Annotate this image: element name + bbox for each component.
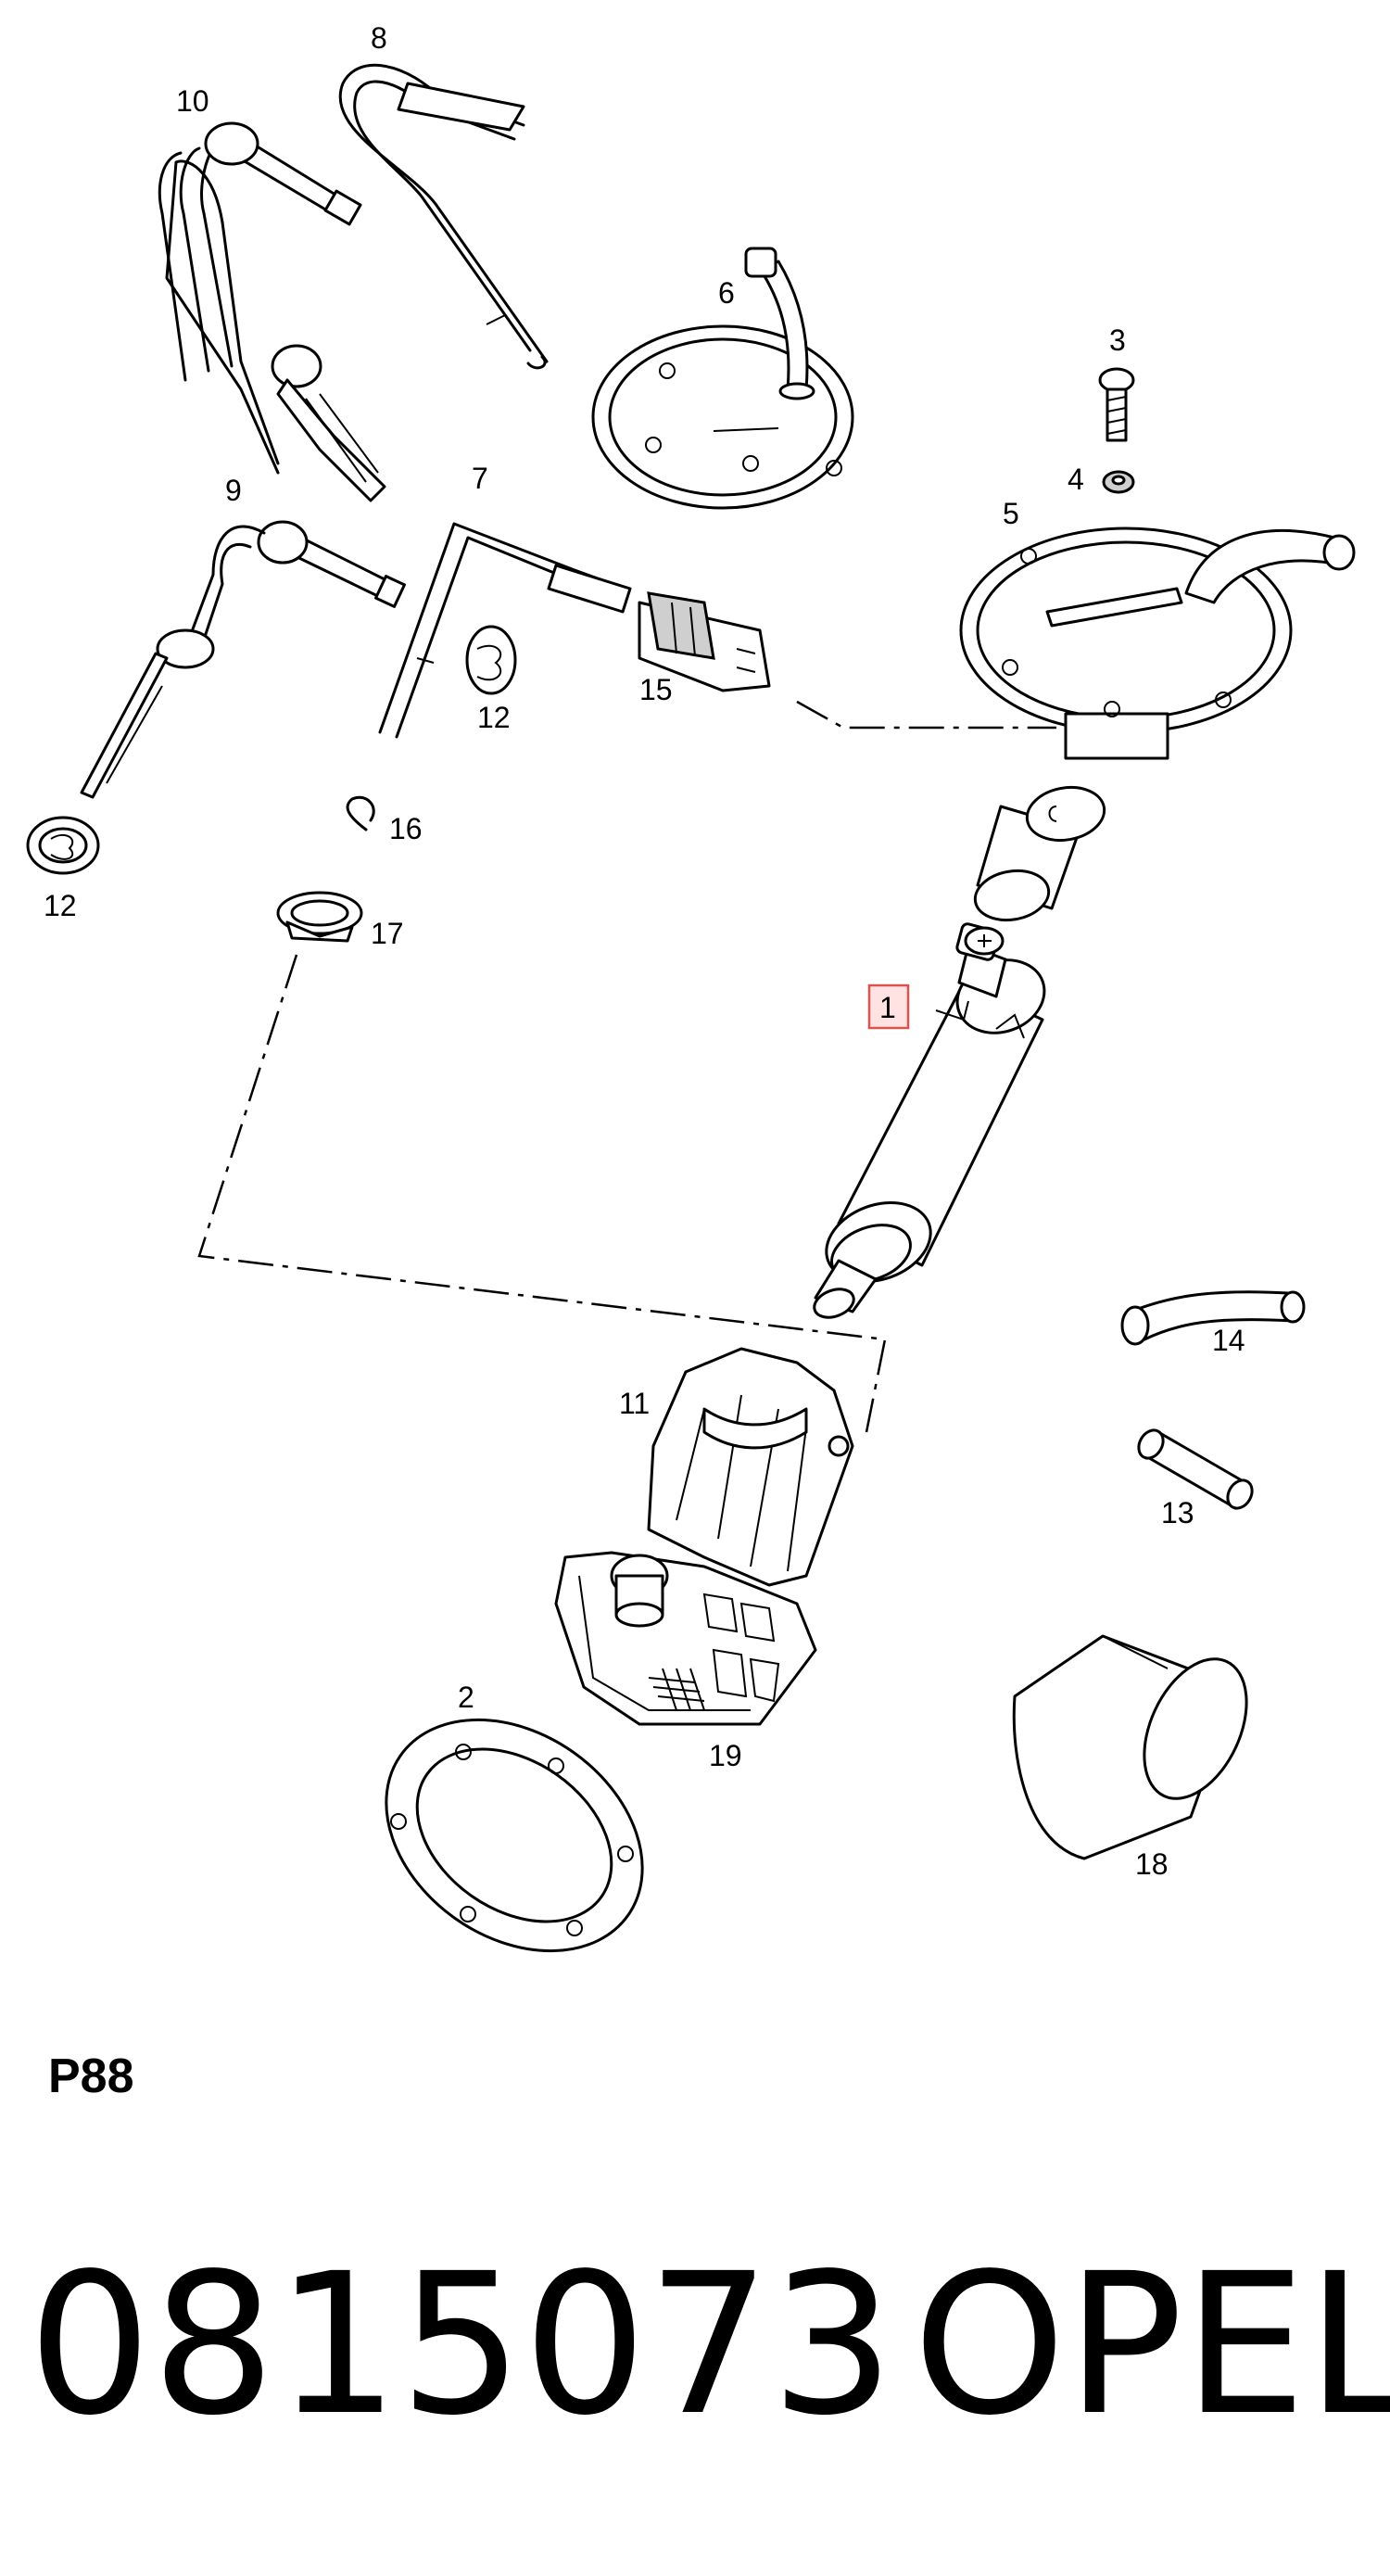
- callout-1-highlight: [867, 983, 910, 1030]
- exploded-parts-diagram: 1 2 3 4 5 6 7 8 9 10 11 12 12 13 14 15 1…: [26, 21, 1356, 1953]
- callout-17: 17: [371, 917, 404, 950]
- callout-7: 7: [472, 462, 488, 495]
- callout-13: 13: [1161, 1496, 1194, 1529]
- part-filter-sleeve: [973, 785, 1106, 922]
- part-13-hose: [1137, 1428, 1254, 1510]
- callout-8: 8: [371, 21, 387, 55]
- leader-line-15-to-5: [796, 700, 1056, 730]
- footer: 0815073 OPEL: [28, 2225, 1390, 2466]
- callout-18: 18: [1135, 1847, 1169, 1881]
- part-number: 0815073: [28, 2231, 895, 2458]
- callout-4: 4: [1068, 463, 1084, 496]
- part-16-ring: [346, 795, 375, 831]
- part-2-gasket-ring: [385, 1718, 644, 1953]
- part-4-washer: [1102, 470, 1135, 494]
- part-12-clip-upper: [465, 625, 517, 695]
- part-6-tank-flange: [591, 247, 854, 510]
- part-19-strainer: [554, 1551, 817, 1726]
- part-10-wiring-harness: [158, 121, 386, 502]
- callout-3: 3: [1109, 324, 1126, 357]
- callout-9: 9: [225, 474, 242, 507]
- part-18-sleeve: [1012, 1634, 1248, 1860]
- part-15-connector: [638, 591, 771, 692]
- brand-name: OPEL: [913, 2231, 1390, 2458]
- part-3-bolt: [1098, 367, 1135, 442]
- callout-19: 19: [709, 1739, 742, 1772]
- diagram-page-code: P88: [48, 2049, 134, 2103]
- callout-5: 5: [1003, 497, 1019, 530]
- callout-14: 14: [1212, 1324, 1245, 1357]
- part-17-hose-clamp: [276, 891, 363, 943]
- leader-line-17-to-11: [197, 954, 887, 1433]
- part-7-bent-tube: [378, 522, 632, 739]
- callout-12-upper: 12: [477, 701, 511, 734]
- part-11-pump-bracket: [647, 1347, 854, 1587]
- part-5-pump-mounting-flange: [959, 527, 1356, 760]
- callout-2: 2: [458, 1681, 474, 1714]
- part-8-bent-tube: [338, 63, 549, 370]
- callout-11: 11: [619, 1387, 650, 1420]
- callout-6: 6: [718, 276, 735, 310]
- part-1-fuel-pump: [813, 922, 1046, 1319]
- part-14-hose: [1120, 1290, 1306, 1346]
- callout-1: 1: [879, 991, 896, 1024]
- callout-16: 16: [389, 812, 423, 845]
- part-12-clip-lower: [26, 816, 100, 875]
- callout-12-lower: 12: [44, 889, 77, 922]
- callout-10: 10: [176, 84, 209, 118]
- part-9-wiring-harness: [80, 520, 406, 799]
- callout-15: 15: [639, 673, 673, 706]
